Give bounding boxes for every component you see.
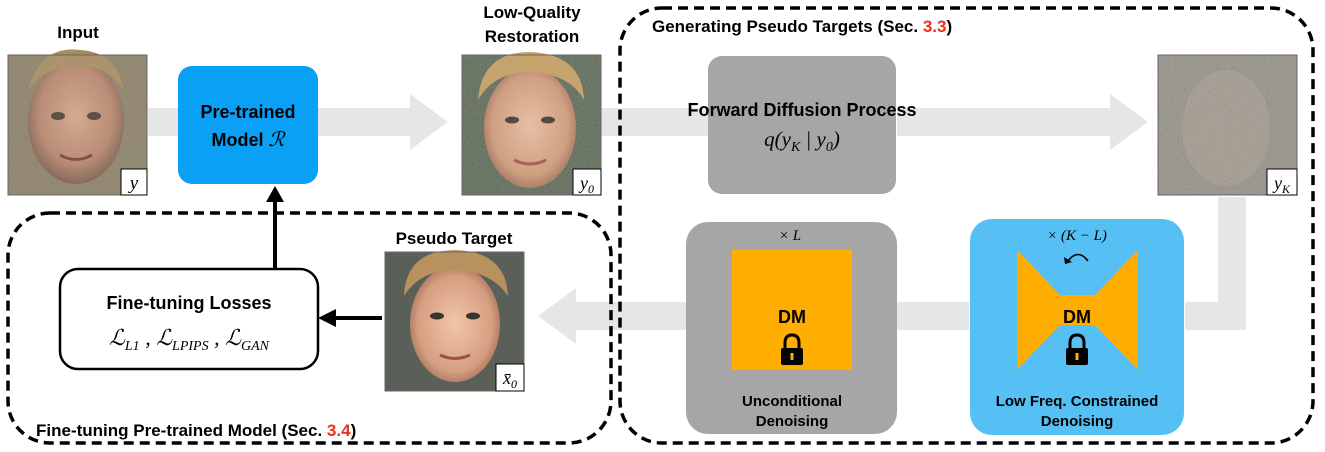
arrow-pseudo-to-losses [318, 309, 382, 327]
restoration-title-line2: Restoration [485, 27, 579, 46]
generating-section-label: Generating Pseudo Targets (Sec. 3.3) [652, 17, 952, 36]
dm-constrained-caption-line2: Denoising [1041, 413, 1114, 430]
flow-arrow-forward-to-noisy [897, 94, 1148, 150]
restoration-tag-box [572, 168, 602, 196]
forward-diffusion-title: Forward Diffusion Process [687, 100, 916, 120]
lock-icon [781, 333, 803, 365]
losses-title: Fine-tuning Losses [106, 293, 271, 313]
input-title: Input [57, 23, 99, 42]
restoration-title-line1: Low-Quality [483, 3, 581, 22]
flow-arrows [148, 94, 1246, 344]
forward-diffusion-box[interactable]: Forward Diffusion Process q(yK | y0) [687, 56, 917, 194]
restoration-image: y0 [461, 52, 602, 196]
pretrained-model-line2: Model ℛ [212, 129, 287, 151]
flow-arrow-model-to-restoration [318, 94, 448, 150]
dm-unconditional-box[interactable]: × L DM Unconditional Denoising [686, 222, 897, 434]
flow-arrow-noisy-down [1218, 197, 1246, 309]
dm-unconditional-name: DM [778, 307, 806, 327]
dm-constrained-caption-line1: Low Freq. Constrained [996, 393, 1159, 410]
lock-icon [1066, 333, 1088, 365]
dm-constrained-repeat: × (K − L) [1047, 228, 1107, 244]
noisy-tag-box [1266, 168, 1298, 196]
loop-arrow-icon [1067, 253, 1089, 262]
finetuning-section-ref[interactable]: 3.4 [327, 421, 351, 440]
pseudo-target-tag-box [495, 363, 525, 392]
finetuning-section-frame [6, 211, 613, 445]
pseudo-target-title: Pseudo Target [396, 229, 513, 248]
finetuning-section-label: Fine-tuning Pre-trained Model (Sec. 3.4) [36, 421, 356, 440]
dm-unconditional-caption-line1: Unconditional [742, 393, 842, 410]
generating-section-frame [618, 6, 1315, 445]
pretrained-model-line1: Pre-trained [200, 102, 295, 122]
input-tag-box [120, 168, 148, 196]
flow-arrow-restoration-to-forward [600, 108, 720, 136]
dm-constrained-shape [1017, 250, 1138, 370]
arrow-losses-to-model [266, 186, 284, 268]
finetuning-losses-box[interactable]: Fine-tuning Losses ℒL1 , ℒLPIPS , ℒGAN [58, 267, 320, 371]
flow-arrow-input-to-model [148, 108, 178, 136]
flow-arrow-to-constrained-dm [1185, 302, 1246, 330]
noisy-image: yK [1157, 54, 1298, 196]
flow-arrow-between-dms [897, 302, 969, 330]
dm-unconditional-caption-line2: Denoising [756, 413, 829, 430]
input-tag: y [128, 173, 139, 194]
generating-section-ref[interactable]: 3.3 [923, 17, 947, 36]
dm-unconditional-repeat: × L [779, 228, 801, 244]
pseudo-target-image: x̄0 [384, 250, 525, 392]
flow-arrow-dm-to-pseudo [538, 288, 688, 344]
dm-constrained-box[interactable]: × (K − L) DM Low Freq. Constrained Denoi… [970, 219, 1184, 435]
pretrained-model-box[interactable]: Pre-trained Model ℛ [178, 66, 318, 184]
dm-constrained-name: DM [1063, 307, 1091, 327]
input-image: y [7, 49, 148, 196]
